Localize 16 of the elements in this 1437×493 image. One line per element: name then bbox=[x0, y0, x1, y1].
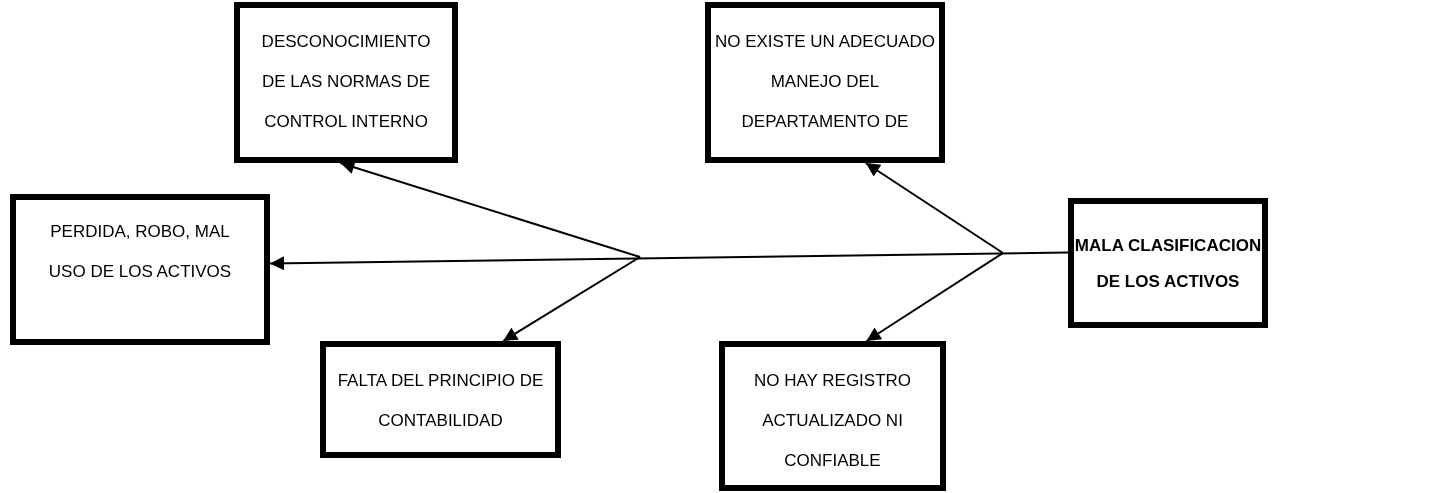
arrow bbox=[502, 256, 641, 342]
box-text: NO HAY REGISTRO ACTUALIZADO NI CONFIABLE bbox=[752, 370, 913, 472]
arrow bbox=[865, 252, 1004, 342]
cause-box bbox=[320, 341, 561, 458]
cause-box bbox=[234, 2, 458, 163]
box-text: MALA CLASIFICACION DE LOS ACTIVOS bbox=[1074, 235, 1262, 293]
box-text: DESCONOCIMIENTO DE LAS NORMAS DE CONTROL INTERNO bbox=[260, 31, 432, 133]
arrow bbox=[864, 162, 1004, 254]
box-text: FALTA DEL PRINCIPIO DE CONTABILIDAD bbox=[336, 370, 545, 432]
problem-box bbox=[1068, 198, 1268, 328]
box-text: NO EXISTE UN ADECUADO MANEJO DEL DEPARTAMENTO DE bbox=[713, 31, 937, 133]
cause-box bbox=[705, 2, 945, 163]
box-text: PERDIDA, ROBO, MAL USO DE LOS ACTIVOS bbox=[47, 221, 233, 283]
cause-box bbox=[10, 194, 270, 345]
arrow bbox=[269, 251, 1069, 271]
cause-box bbox=[719, 341, 946, 491]
